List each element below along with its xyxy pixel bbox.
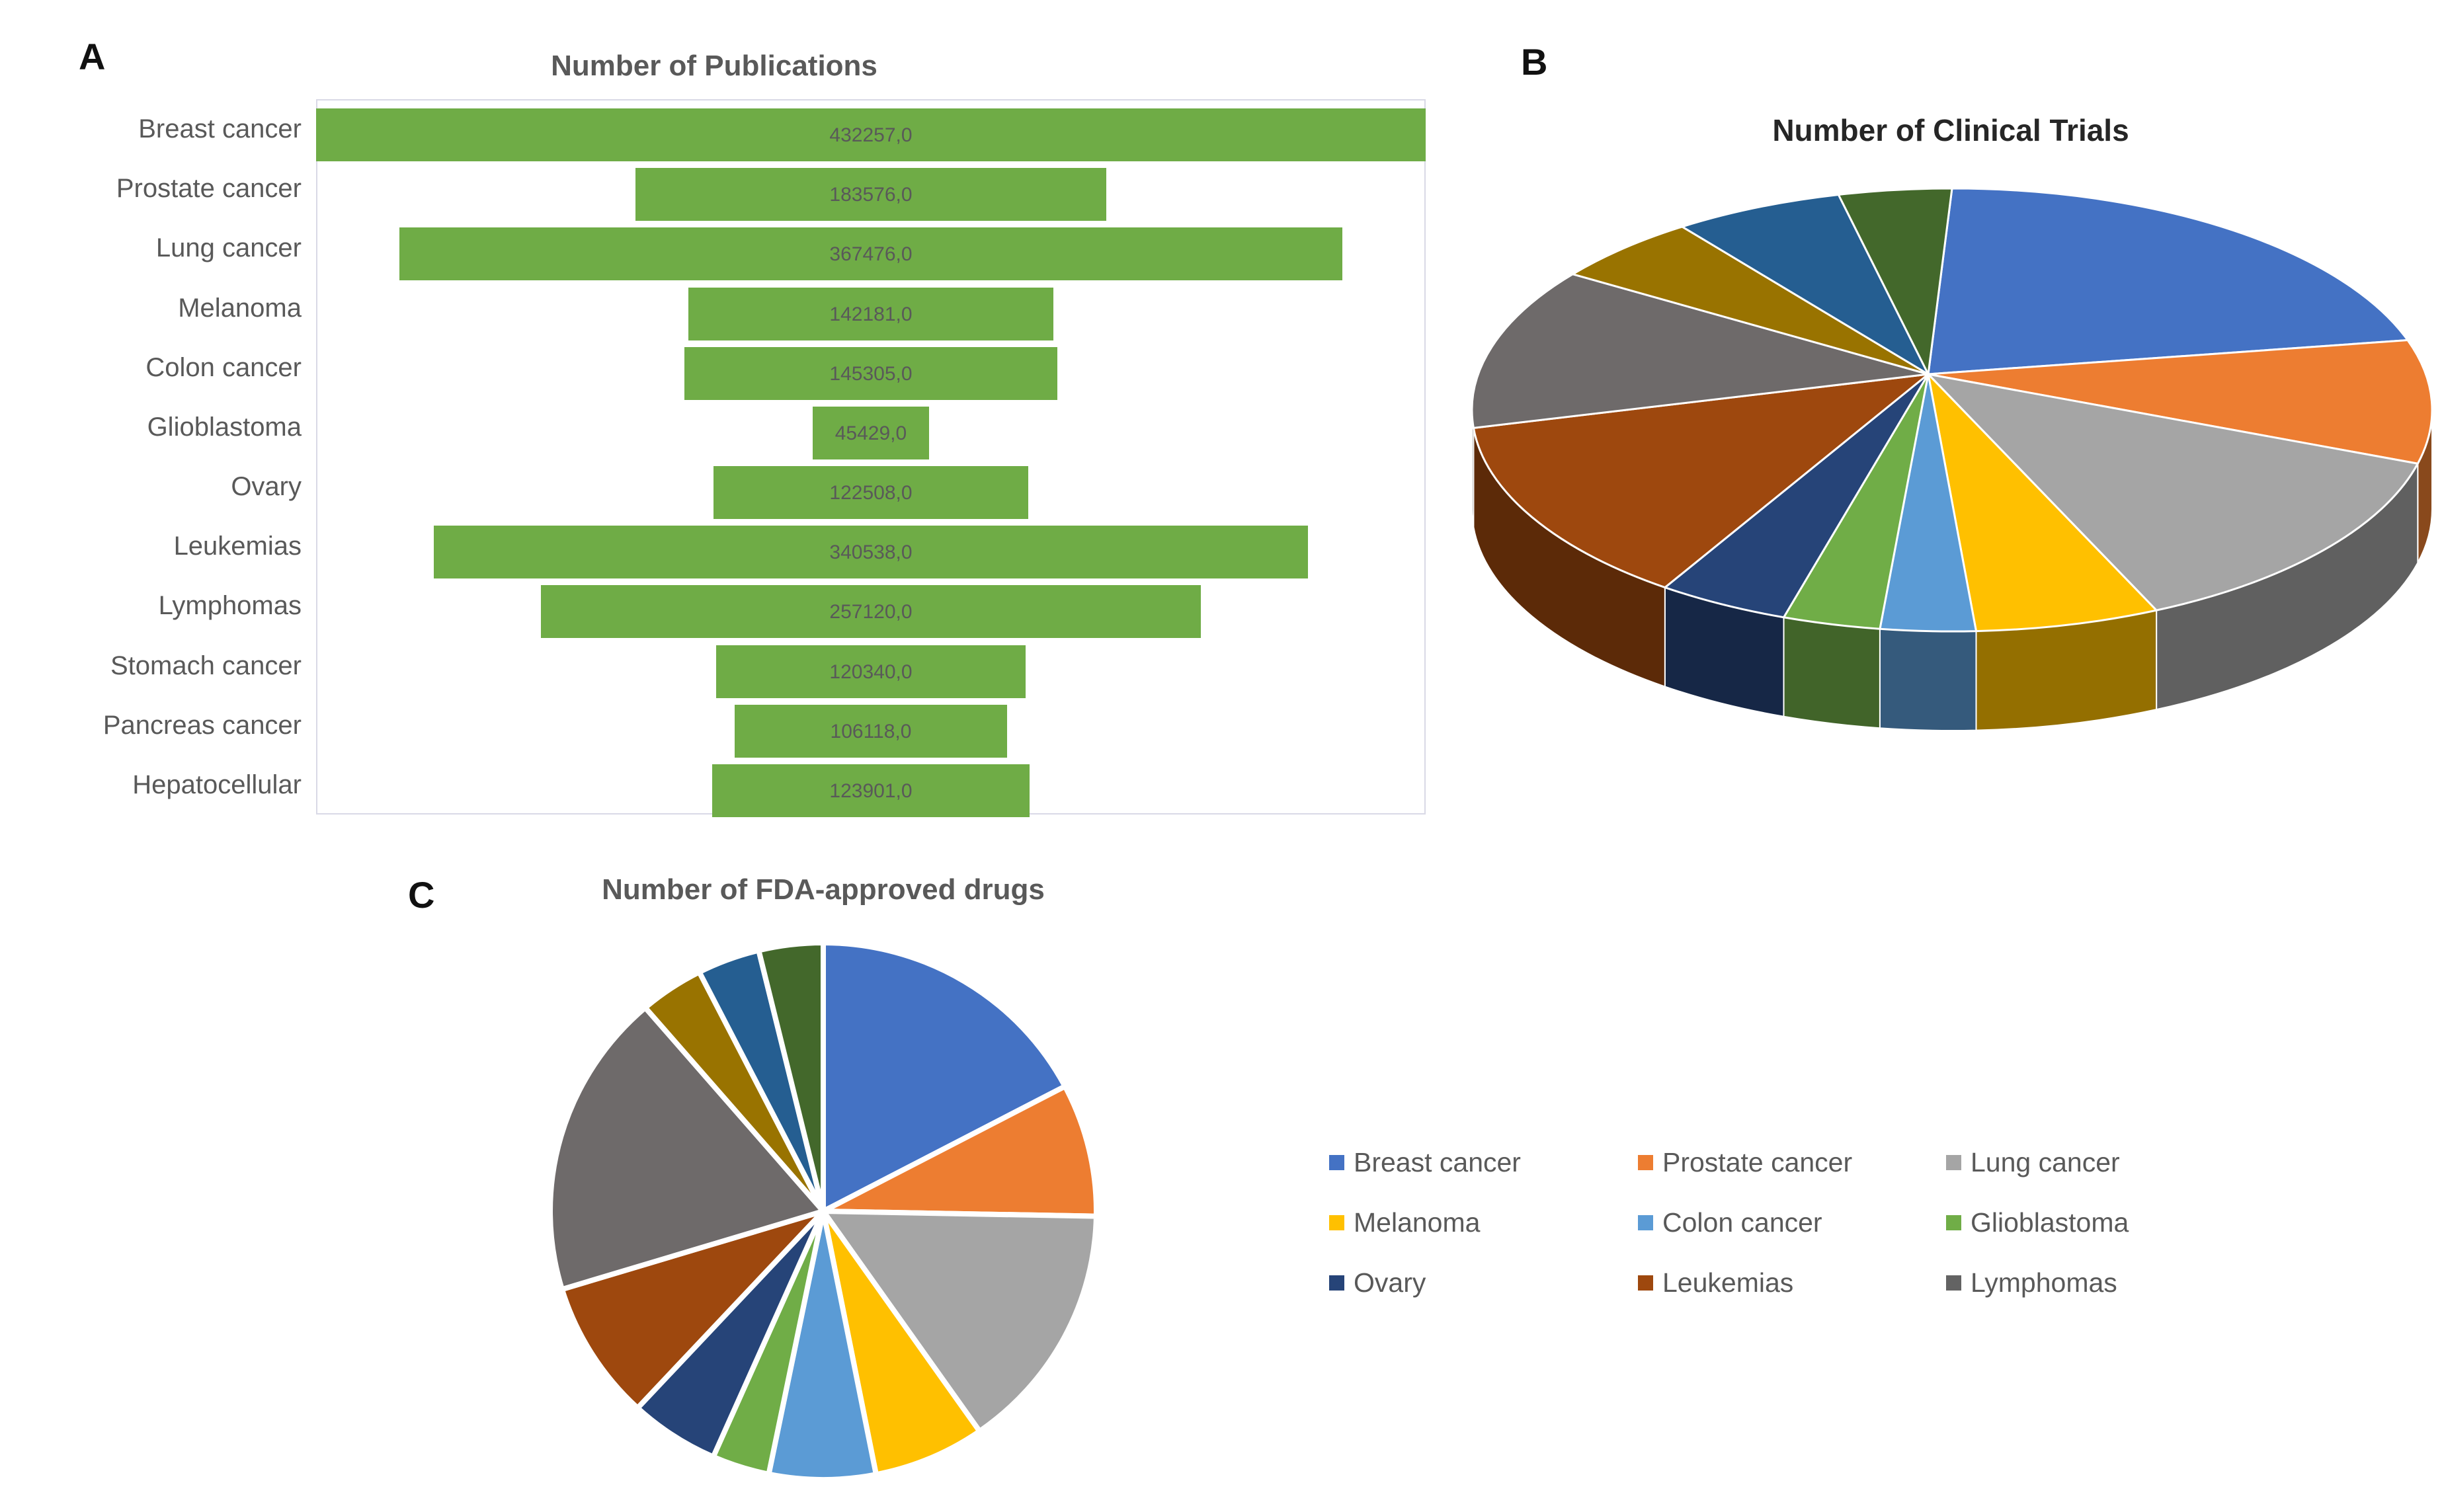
category-label: Pancreas cancer <box>102 710 302 740</box>
pie-flat-slice <box>548 1005 826 1293</box>
bar-value-label: 183576,0 <box>829 184 913 206</box>
legend-item: Ovary <box>1329 1269 1426 1296</box>
category-label: Glioblastoma <box>147 412 302 442</box>
panel-c-letter: C <box>408 874 435 916</box>
bar: 45429,0 <box>812 406 930 459</box>
pie3d-slice <box>1664 373 1930 619</box>
legend-label: Ovary <box>1354 1267 1426 1298</box>
bar-value-label: 45429,0 <box>835 422 907 444</box>
pie3d-slice <box>1571 225 1930 376</box>
pie3d-slice-side <box>1879 628 1977 731</box>
legend-item: Prostate cancer <box>1638 1149 1852 1176</box>
legend-label: Leukemias <box>1662 1267 1794 1298</box>
pie-flat-slice <box>821 1209 983 1478</box>
legend-item: Leukemias <box>1638 1269 1793 1296</box>
bar: 123901,0 <box>712 764 1030 817</box>
category-label: Leukemias <box>173 532 302 561</box>
legend-swatch <box>1638 1215 1653 1230</box>
bar-value-label: 120340,0 <box>829 660 913 683</box>
legend-swatch <box>1946 1155 1961 1170</box>
panel-b-letter: B <box>1521 41 1548 83</box>
bar: 340538,0 <box>434 526 1308 579</box>
bar: 257120,0 <box>540 585 1202 639</box>
bar-value-label: 432257,0 <box>829 124 913 146</box>
category-label: Melanoma <box>178 293 302 323</box>
bar-chart-bars: 432257,0 183576,0 367476,0 142181,0 145305,0… <box>316 99 1426 817</box>
legend-label: Melanoma <box>1354 1207 1481 1238</box>
bar-chart-title: Number of Publications <box>551 50 877 82</box>
legend-label: Prostate cancer <box>1662 1147 1853 1177</box>
legend-label: Breast cancer <box>1354 1147 1521 1177</box>
bar: 106118,0 <box>735 704 1007 758</box>
bar-value-label: 367476,0 <box>829 243 913 266</box>
pie3d-slice <box>1681 194 1930 376</box>
legend-swatch <box>1946 1215 1961 1230</box>
category-label: Colon cancer <box>145 352 302 382</box>
legend-label: Lymphomas <box>1971 1267 2117 1298</box>
pie-flat-chart-title: Number of FDA-approved drugs <box>602 873 1045 906</box>
category-label: Ovary <box>231 472 302 502</box>
category-label: Breast cancer <box>138 114 302 144</box>
pie3d-slice <box>1837 187 1953 376</box>
pie-flat-slice <box>559 1209 826 1411</box>
bar-value-label: 106118,0 <box>830 720 912 742</box>
legend-swatch <box>1329 1155 1344 1170</box>
bar-value-label: 122508,0 <box>829 482 913 504</box>
category-label: Lung cancer <box>155 233 302 263</box>
bar: 145305,0 <box>684 346 1058 400</box>
legend-label: Lung cancer <box>1971 1147 2120 1177</box>
legend-swatch <box>1329 1215 1344 1230</box>
bar-value-label: 145305,0 <box>829 362 913 385</box>
legend-label: Glioblastoma <box>1971 1207 2129 1238</box>
category-label: Hepatocellular <box>132 770 302 799</box>
bar-value-label: 142181,0 <box>829 303 913 325</box>
legend-item: Breast cancer <box>1329 1149 1521 1176</box>
bar-value-label: 123901,0 <box>829 779 913 802</box>
bar: 120340,0 <box>716 645 1026 698</box>
bar: 122508,0 <box>713 466 1028 519</box>
pie-flat-slice <box>821 1084 1099 1219</box>
pie-flat-slice <box>756 940 826 1214</box>
pie3d-slice <box>1472 373 1930 589</box>
pie3d-slice <box>1927 338 2433 465</box>
legend-item: Lymphomas <box>1946 1269 2117 1296</box>
legend-item: Colon cancer <box>1638 1209 1822 1236</box>
bar: 367476,0 <box>399 227 1343 281</box>
bar: 183576,0 <box>635 168 1107 221</box>
pie3d-slice <box>1927 373 2158 633</box>
category-label: Prostate cancer <box>116 174 302 204</box>
legend-swatch <box>1946 1275 1961 1291</box>
pie3d-slice-side <box>1783 616 1881 729</box>
pie3d-chart-title: Number of Clinical Trials <box>1772 113 2129 147</box>
pie-flat-slice <box>821 940 1068 1214</box>
pie3d-slice <box>1471 273 1930 429</box>
legend-label: Colon cancer <box>1662 1207 1822 1238</box>
pie3d-slice <box>1927 373 2419 612</box>
pie-flat-slice <box>821 1209 1099 1434</box>
panel-a-letter: A <box>79 36 106 77</box>
legend-item: Lung cancer <box>1946 1149 2120 1176</box>
bar: 142181,0 <box>688 287 1053 340</box>
bar-value-label: 340538,0 <box>829 541 913 564</box>
legend-item: Glioblastoma <box>1946 1209 2129 1236</box>
category-label: Stomach cancer <box>110 651 302 680</box>
legend-swatch <box>1638 1155 1653 1170</box>
category-label: Lymphomas <box>158 591 302 621</box>
bar: 432257,0 <box>316 108 1426 161</box>
legend-swatch <box>1329 1275 1344 1291</box>
pie3d-slice <box>1927 187 2409 376</box>
pie-flat-slice <box>766 1209 879 1482</box>
bar-value-label: 257120,0 <box>829 601 913 623</box>
legend-item: Melanoma <box>1329 1209 1480 1236</box>
legend-swatch <box>1638 1275 1653 1291</box>
